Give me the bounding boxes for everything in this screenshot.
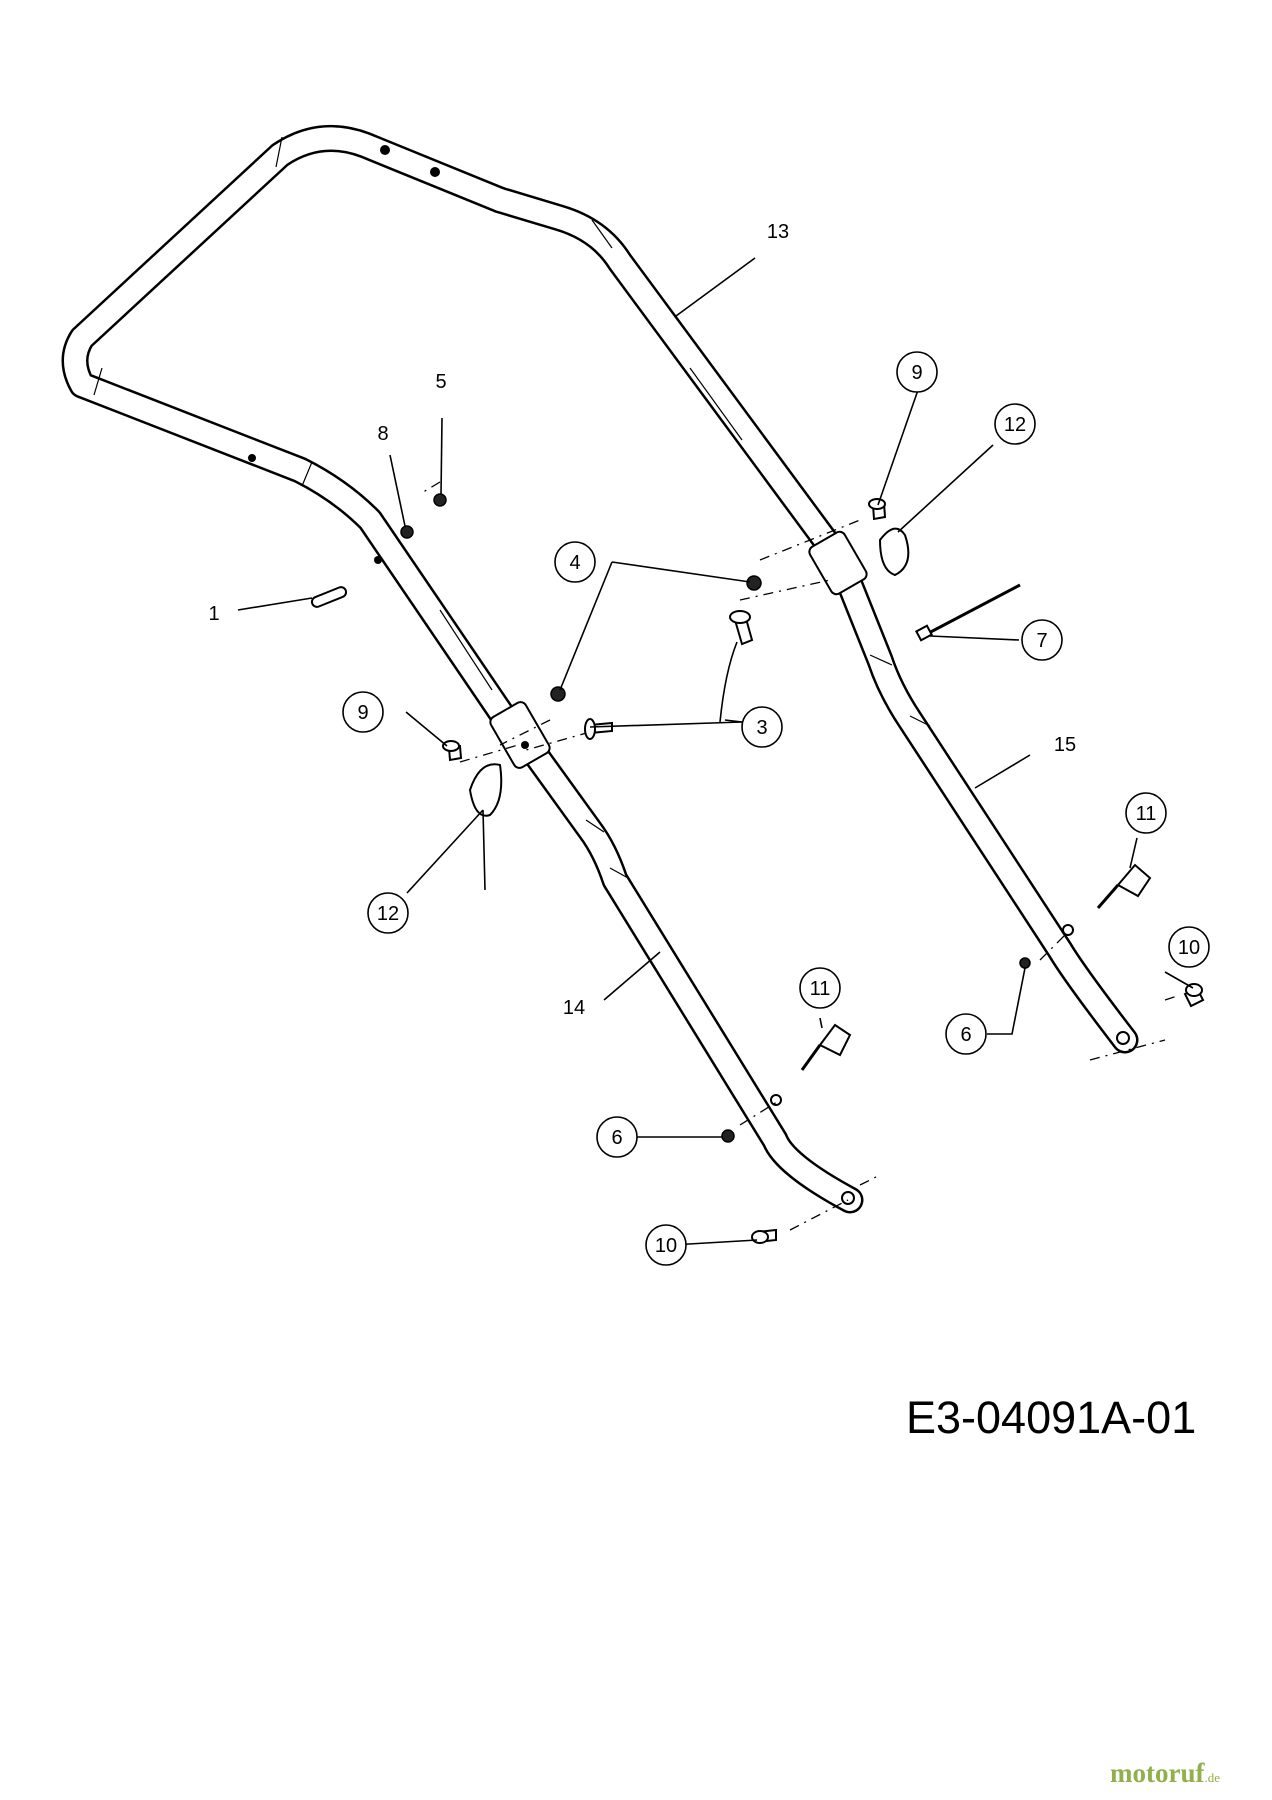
- callout-5: 5: [435, 371, 446, 393]
- nut-part: [550, 686, 566, 702]
- watermark-brand: motoruf: [1110, 1758, 1205, 1788]
- knob-part: [878, 527, 910, 577]
- callout-7: 7: [1036, 630, 1047, 652]
- washer-part: [1019, 957, 1031, 969]
- callout-11-right: 11: [1136, 803, 1157, 825]
- callout-15: 15: [1054, 734, 1076, 756]
- callout-12-right: 12: [1004, 414, 1026, 436]
- alignment-lines: [419, 481, 1181, 1231]
- callout-6-left: 6: [611, 1127, 622, 1149]
- lower-handle-right: [808, 530, 1139, 1054]
- callout-1: 1: [208, 603, 219, 625]
- callout-3: 3: [756, 717, 767, 739]
- upper-handle: [61, 124, 854, 762]
- callout-12-left: 12: [377, 903, 399, 925]
- nut-part: [433, 493, 447, 507]
- callout-10-right: 10: [1178, 937, 1200, 959]
- callout-13: 13: [767, 221, 789, 243]
- star-knob-part: [818, 1023, 852, 1057]
- washer-part: [721, 1129, 735, 1143]
- lower-handle-left: [489, 701, 864, 1214]
- watermark-logo: motoruf.de: [1110, 1758, 1220, 1789]
- hardware-parts: [310, 493, 1205, 1244]
- callout-6-right: 6: [960, 1024, 971, 1046]
- nut-part: [746, 575, 762, 591]
- drawing-code: E3-04091A-01: [906, 1392, 1197, 1443]
- callout-bubbles: [342, 351, 1210, 1266]
- leader-lines: [237, 257, 1194, 1246]
- callout-10-left: 10: [655, 1235, 677, 1257]
- callout-labels: 1 3 4 5 6 6 7 8 9 9 10 10 11 11 12 12 13…: [208, 221, 1200, 1257]
- watermark-suffix: .de: [1204, 1770, 1221, 1785]
- callout-9-left: 9: [357, 702, 368, 724]
- callout-14: 14: [563, 997, 585, 1019]
- cable-tie-part: [924, 583, 1021, 637]
- callout-11-left: 11: [810, 978, 831, 1000]
- nut-part: [400, 525, 414, 539]
- knob-part: [468, 763, 503, 817]
- star-knob-part: [1116, 863, 1152, 898]
- callout-8: 8: [377, 423, 388, 445]
- callout-4: 4: [569, 552, 580, 574]
- callout-9-right: 9: [911, 362, 922, 384]
- cable-clip-part: [310, 586, 348, 608]
